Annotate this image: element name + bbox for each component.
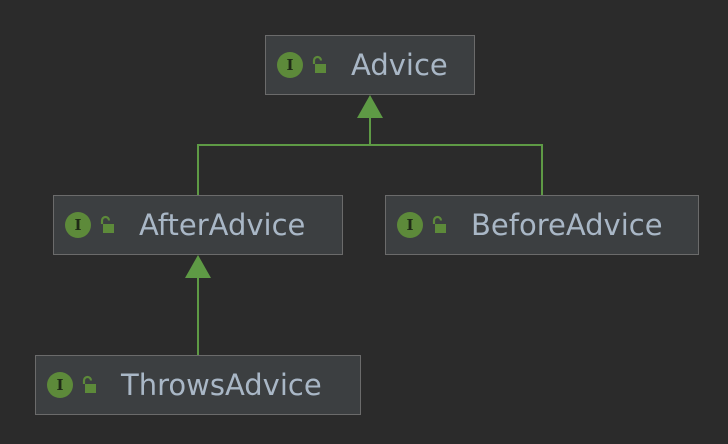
public-lock-icon <box>432 215 446 233</box>
interface-icon: I <box>277 52 303 78</box>
interface-icon: I <box>47 372 73 398</box>
node-before-advice[interactable]: I BeforeAdvice <box>385 195 699 255</box>
node-label: BeforeAdvice <box>471 208 663 242</box>
interface-icon: I <box>397 212 423 238</box>
node-after-advice[interactable]: I AfterAdvice <box>53 195 343 255</box>
interface-icon: I <box>65 212 91 238</box>
inheritance-arrowhead <box>185 255 211 278</box>
public-lock-icon <box>82 375 96 393</box>
node-throws-advice[interactable]: I ThrowsAdvice <box>35 355 361 415</box>
public-lock-icon <box>312 55 326 73</box>
public-lock-icon <box>100 215 114 233</box>
node-label: Advice <box>351 48 448 82</box>
node-label: AfterAdvice <box>139 208 306 242</box>
inheritance-arrowhead <box>357 95 383 118</box>
edge-before-advice-to-advice <box>370 144 543 196</box>
node-label: ThrowsAdvice <box>121 368 322 402</box>
edge-after-advice-to-advice <box>197 118 371 196</box>
node-advice[interactable]: I Advice <box>265 35 475 95</box>
